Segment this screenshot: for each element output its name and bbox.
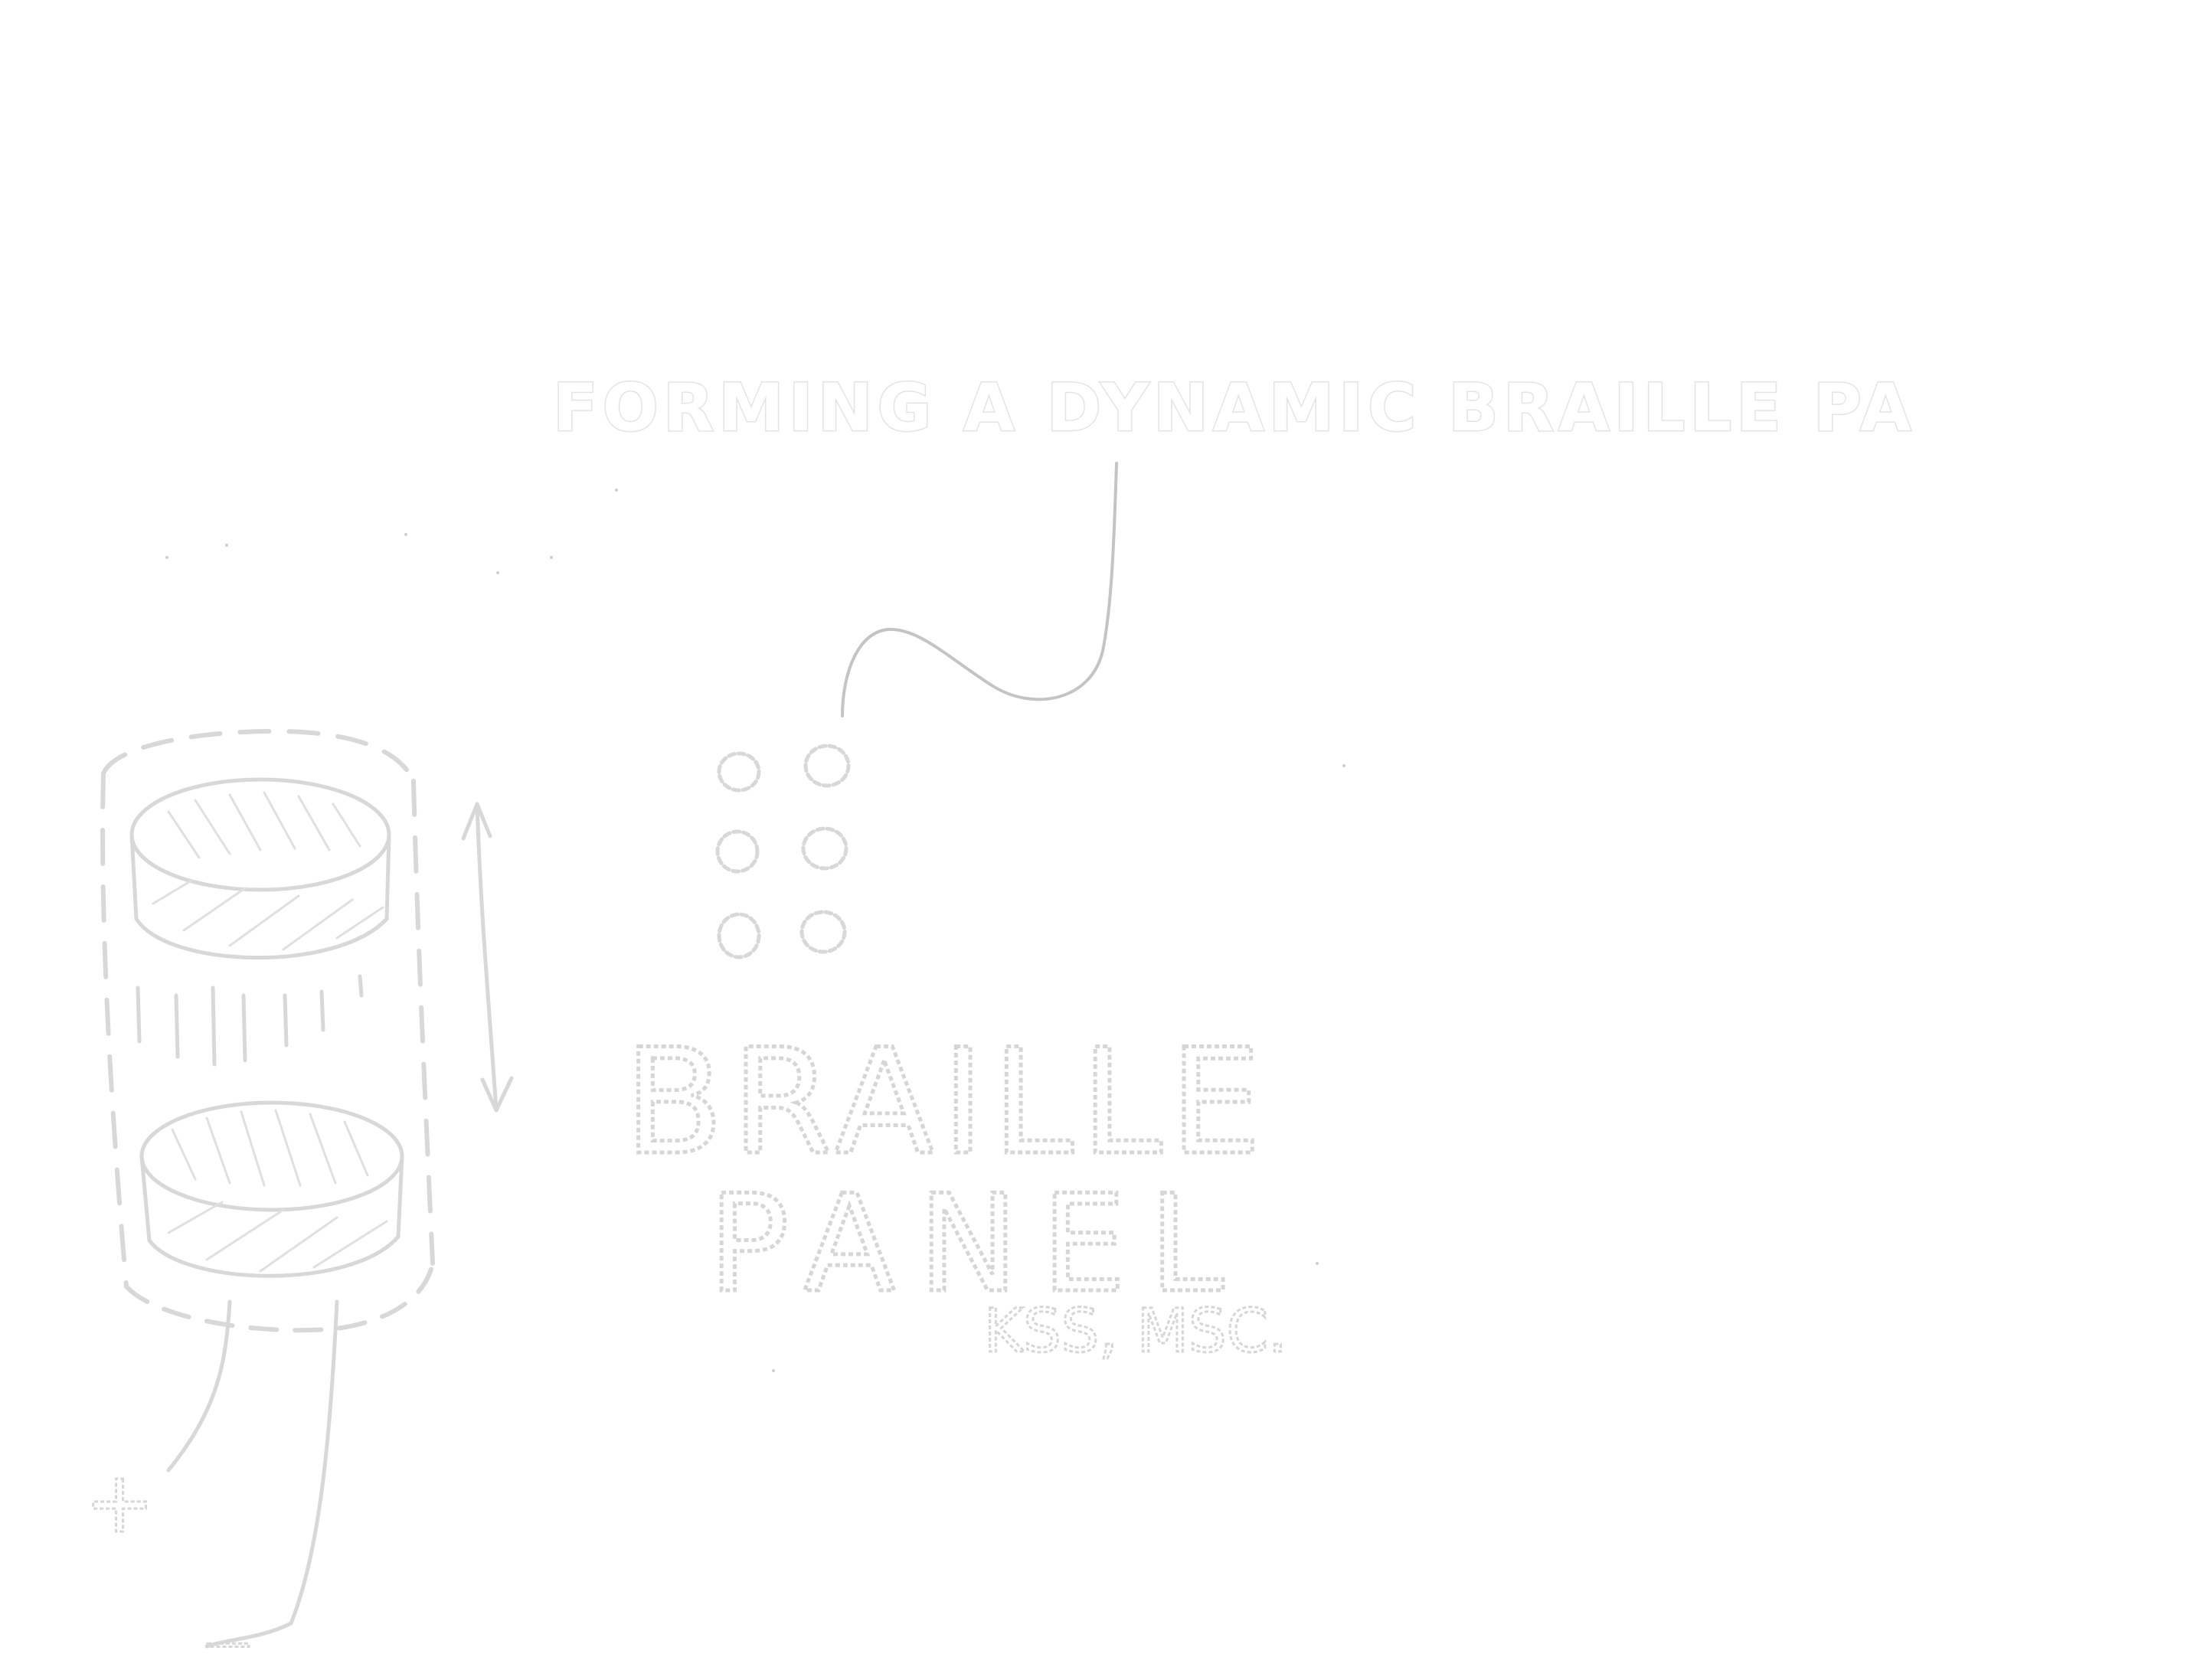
braille-dot-6 (799, 910, 847, 954)
bottom-piston-body (139, 1154, 404, 1278)
housing-right-wall (411, 779, 435, 1266)
braille-dot-5 (801, 826, 848, 871)
wire-right (204, 1299, 339, 1649)
braille-dot-4 (803, 744, 851, 788)
motion-arrow (461, 802, 514, 1113)
wire-left (166, 1299, 232, 1472)
author-initials: KSS, MSC. (984, 1297, 1287, 1366)
field-lines (136, 974, 364, 1067)
braille-dot-2 (715, 829, 760, 874)
housing-top-edge (101, 729, 416, 783)
bottom-piston-texture (167, 1109, 388, 1273)
panel-label-line1: BRAILLE (624, 1018, 1269, 1187)
panel-label-line2: PANEL (708, 1167, 1247, 1322)
pencil-specks (165, 489, 1345, 1372)
caption-title: FORMING A DYNAMIC BRAILLE PA (553, 370, 1916, 446)
bottom-piston-face (139, 1100, 404, 1212)
actuator-sketch (100, 729, 435, 1649)
housing-left-wall (100, 771, 129, 1289)
top-piston-face (129, 777, 391, 892)
braille-dot-1 (717, 751, 761, 793)
minus-symbol: — (205, 1616, 251, 1669)
leader-line (841, 462, 1118, 717)
housing-bottom-edge (124, 1261, 435, 1333)
braille-cell (715, 744, 851, 959)
plus-symbol: + (84, 1453, 155, 1551)
top-piston-texture (152, 791, 384, 951)
top-piston-body (129, 832, 391, 960)
braille-dot-3 (717, 912, 761, 959)
